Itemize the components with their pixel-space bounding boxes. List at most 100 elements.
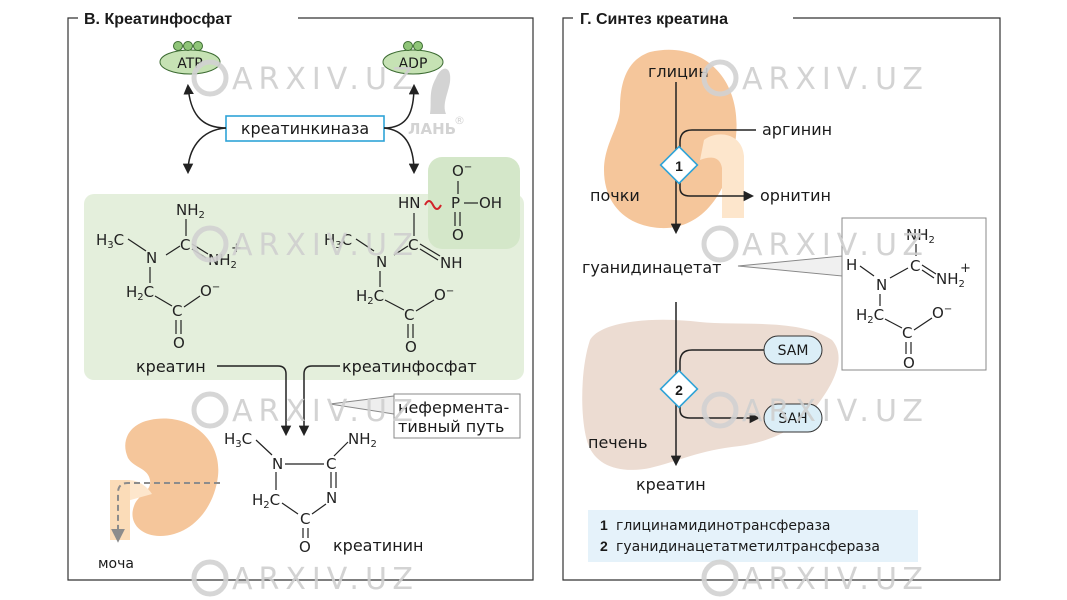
legend-num-1: 1 bbox=[600, 517, 608, 533]
svg-text:O: O bbox=[452, 226, 464, 244]
creatine-output-label: креатин bbox=[636, 475, 706, 494]
watermark-text: ARXIV.UZ bbox=[742, 562, 929, 597]
svg-text:O: O bbox=[903, 354, 915, 372]
guanidinoacetate-structure: NH2 C NH2 + H N H2C C O− O bbox=[846, 226, 971, 372]
svg-text:H2C: H2C bbox=[856, 306, 884, 326]
legend-text-2: гуанидинацетатметилтрансфераза bbox=[616, 539, 880, 555]
svg-text:O: O bbox=[173, 334, 185, 352]
svg-text:C: C bbox=[180, 236, 190, 254]
panel-c: Г. Синтез креатина 1 глицин аргинин почк… bbox=[562, 11, 1001, 581]
watermark-text: ARXIV.UZ bbox=[742, 394, 929, 429]
panel-b-title: В. Креатинфосфат bbox=[84, 11, 232, 28]
svg-text:NH: NH bbox=[440, 254, 463, 272]
svg-text:C: C bbox=[910, 257, 920, 275]
svg-text:N: N bbox=[272, 455, 283, 473]
svg-text:H3C: H3C bbox=[224, 430, 252, 450]
sam-label: SAM bbox=[778, 343, 809, 359]
watermark-logo: ARXIV.UZ bbox=[191, 559, 419, 597]
ornithine-label: орнитин bbox=[760, 186, 831, 205]
step-1-diamond: 1 bbox=[659, 145, 699, 185]
svg-text:NH2: NH2 bbox=[906, 226, 935, 246]
svg-text:O: O bbox=[299, 538, 311, 556]
adp-molecule: ADP bbox=[382, 41, 444, 75]
guanidinoacetate-label: гуанидинацетат bbox=[582, 258, 721, 277]
arginine-label: аргинин bbox=[762, 120, 832, 139]
svg-text:H2C: H2C bbox=[126, 283, 154, 303]
kidney-c bbox=[604, 49, 744, 229]
svg-text:+: + bbox=[231, 241, 242, 256]
adp-label: ADP bbox=[399, 56, 428, 72]
creatinine-structure: H3C NH2 N C H2C N C O bbox=[224, 430, 377, 556]
watermark-logo: ARXIV.UZ bbox=[191, 391, 419, 429]
enzyme-legend: 1 глицинамидинотрансфераза 2 гуанидинаце… bbox=[588, 510, 918, 562]
svg-text:OH: OH bbox=[479, 194, 502, 212]
watermark-logo: ARXIV.UZ bbox=[701, 59, 929, 97]
panel-c-title: Г. Синтез креатина bbox=[580, 11, 728, 28]
sam-input bbox=[679, 349, 764, 378]
nonenzymatic-callout: неферментa- тивный путь bbox=[329, 393, 521, 439]
watermarks: ARXIV.UZ ARXIV.UZ ARXIV.UZ ARXIV.UZ ARXI… bbox=[191, 59, 929, 597]
svg-text:NH2: NH2 bbox=[348, 430, 377, 450]
svg-text:N: N bbox=[326, 489, 337, 507]
svg-text:NH2: NH2 bbox=[936, 270, 965, 290]
svg-text:C: C bbox=[326, 455, 336, 473]
kinase-arrows bbox=[182, 83, 420, 175]
nonenzymatic-line2: тивный путь bbox=[398, 417, 504, 436]
svg-text:P: P bbox=[451, 194, 460, 212]
watermark-logo: ARXIV.UZ bbox=[191, 59, 419, 97]
svg-text:H2C: H2C bbox=[356, 287, 384, 307]
glycine-label: глицин bbox=[648, 62, 709, 81]
svg-text:+: + bbox=[960, 261, 971, 276]
lan-reg-mark: ® bbox=[454, 114, 465, 127]
svg-text:H3C: H3C bbox=[96, 231, 124, 251]
watermark-logo: ARXIV.UZ bbox=[191, 225, 419, 263]
lan-publisher-logo: ЛАНЬ ® bbox=[408, 68, 465, 138]
svg-text:H2C: H2C bbox=[252, 491, 280, 511]
kidneys-label: почки bbox=[590, 186, 640, 205]
watermark-logo: ARXIV.UZ bbox=[701, 559, 929, 597]
legend-num-2: 2 bbox=[600, 538, 608, 554]
high-energy-bond bbox=[424, 200, 442, 210]
arginine-input bbox=[679, 129, 756, 158]
sam-molecule: SAM bbox=[763, 335, 823, 365]
svg-text:C: C bbox=[172, 302, 182, 320]
svg-text:2: 2 bbox=[675, 382, 683, 398]
watermark-logo: ARXIV.UZ bbox=[701, 391, 929, 429]
svg-text:N: N bbox=[146, 249, 157, 267]
svg-text:NH2: NH2 bbox=[208, 251, 237, 271]
creatine-phosphate-label: креатинфосфат bbox=[342, 357, 477, 376]
creatinine-label: креатинин bbox=[333, 536, 424, 555]
sah-label: SAH bbox=[778, 411, 807, 427]
svg-text:C: C bbox=[902, 324, 912, 342]
watermark-logo: ARXIV.UZ bbox=[701, 225, 929, 263]
svg-text:C: C bbox=[404, 306, 414, 324]
kidney-b bbox=[110, 418, 220, 543]
guanidinoacetate-structure-box bbox=[841, 217, 987, 371]
liver-label: печень bbox=[588, 433, 648, 452]
step-2-diamond: 2 bbox=[659, 369, 699, 409]
watermark-text: ARXIV.UZ bbox=[232, 394, 419, 429]
watermark-text: ARXIV.UZ bbox=[742, 228, 929, 263]
watermark-text: ARXIV.UZ bbox=[232, 62, 419, 97]
watermark-text: ARXIV.UZ bbox=[742, 62, 929, 97]
svg-text:N: N bbox=[376, 253, 387, 271]
lan-logo-text: ЛАНЬ bbox=[408, 120, 456, 138]
ornithine-output bbox=[679, 178, 755, 202]
sah-output bbox=[679, 400, 761, 424]
svg-text:HN: HN bbox=[398, 194, 421, 212]
watermark-text: ARXIV.UZ bbox=[232, 228, 419, 263]
svg-text:H: H bbox=[846, 256, 857, 274]
svg-text:NH2: NH2 bbox=[176, 201, 205, 221]
creatine-label: креатин bbox=[136, 357, 206, 376]
watermark-text: ARXIV.UZ bbox=[232, 562, 419, 597]
svg-text:H3C: H3C bbox=[324, 231, 352, 251]
atp-molecule: ATP bbox=[159, 41, 221, 75]
svg-text:C: C bbox=[408, 236, 418, 254]
sah-molecule: SAH bbox=[763, 403, 823, 433]
enzyme-label: креатинкиназа bbox=[241, 119, 369, 138]
urine-label: моча bbox=[98, 556, 134, 572]
svg-text:O: O bbox=[405, 338, 417, 356]
nonenzymatic-line1: неферментa- bbox=[398, 398, 509, 417]
svg-text:1: 1 bbox=[675, 158, 683, 174]
